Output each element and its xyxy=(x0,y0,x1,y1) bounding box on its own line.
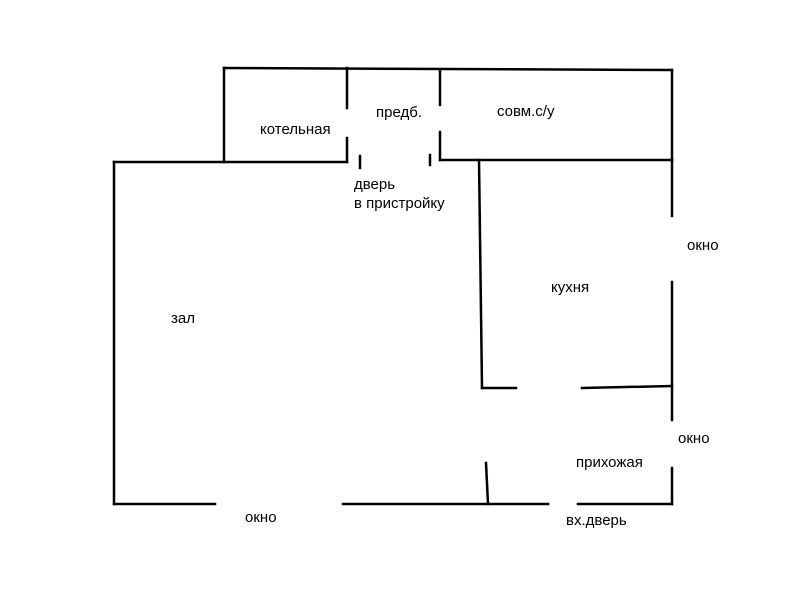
kitchen-bottom-wall-right xyxy=(580,384,674,390)
annex-door-label-line2: в пристройку xyxy=(354,195,445,212)
annex-top-wall xyxy=(222,66,674,72)
room-label-living: зал xyxy=(171,310,195,327)
window-label-kitchen: окно xyxy=(687,237,719,254)
room-label-vestibule: предб. xyxy=(376,104,422,121)
window-label-living: окно xyxy=(245,509,277,526)
room-label-kitchen: кухня xyxy=(551,279,589,296)
room-label-bathroom: совм.с/у xyxy=(497,103,555,120)
room-label-hallway: прихожая xyxy=(576,454,643,471)
entrance-door-label: вх.дверь xyxy=(566,512,627,529)
hallway-left-wall xyxy=(484,461,490,506)
window-label-hallway: окно xyxy=(678,430,710,447)
room-label-boiler: котельная xyxy=(260,121,331,138)
kitchen-left-wall xyxy=(477,158,484,390)
annex-door-label-line1: дверь xyxy=(354,176,395,193)
